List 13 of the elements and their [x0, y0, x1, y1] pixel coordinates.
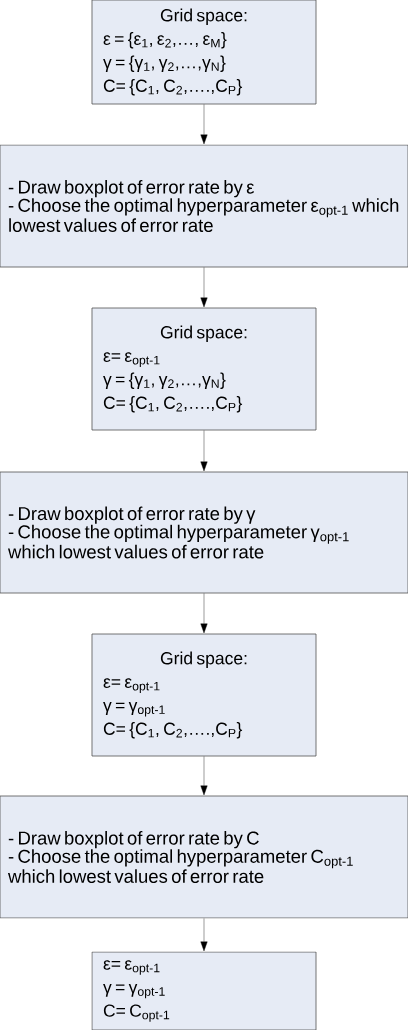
arrow — [200, 104, 208, 145]
grid-space-box: Grid space: ε = {ε$_{1}$, ε$_{2}$,…, ε$_{M}$} γ = {γ$_{1}$, γ$_{2}$,…,γ$_{N}$} C= {C$_{1}$, C$_{2}$,….,C$_{P}$} — [91, 0, 317, 105]
grid-space-box: Grid space: ε= ε$_{opt-1}$ γ = γ$_{opt-1}$ C= {C$_{1}$, C$_{2}$,….,C$_{P}$} — [91, 633, 317, 757]
step-box: - Draw boxplot of error rate by γ - Choose the optimal hyperparameter γ$_{opt-1}$ which lowest values of error rate — [0, 471, 408, 594]
grid-space-box: ε= ε$_{opt-1}$ γ = γ$_{opt-1}$ C= C$_{opt-1}$ — [91, 951, 317, 1030]
arrow — [200, 756, 208, 796]
arrow — [200, 267, 208, 308]
arrow — [200, 593, 208, 634]
arrow — [200, 430, 208, 472]
arrow — [200, 918, 208, 952]
step-box: - Draw boxplot of error rate by ε - Choose the optimal hyperparameter ε$_{opt-1}$ which lowest values of error rate — [0, 144, 408, 268]
step-box: - Draw boxplot of error rate by C - Choose the optimal hyperparameter C$_{opt-1}$ which lowest values of error rate — [0, 795, 408, 919]
grid-space-box: Grid space: ε= ε$_{opt-1}$ γ = {γ$_{1}$, γ$_{2}$,…,γ$_{N}$} C= {C$_{1}$, C$_{2}$,….,C$_{P}$} — [91, 307, 317, 431]
